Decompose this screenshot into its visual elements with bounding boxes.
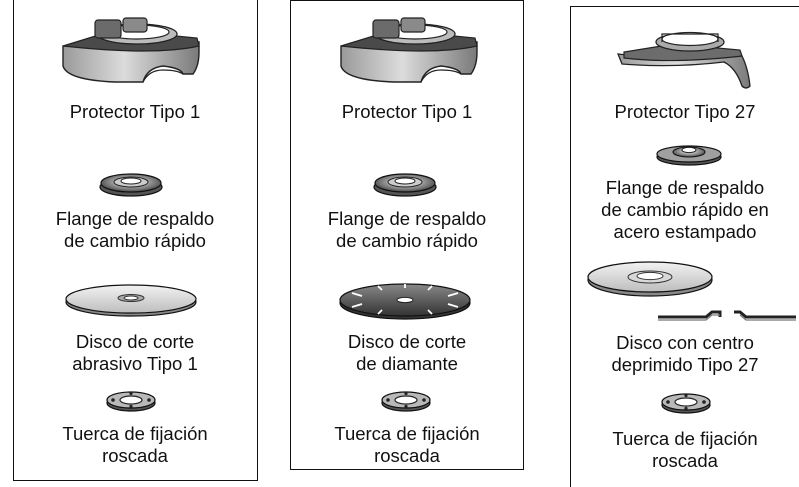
- diamond-disc-icon: [339, 283, 471, 320]
- depressed-center-disc-icon: [587, 261, 796, 321]
- guard-type27-icon: [616, 31, 751, 89]
- guard-type1-icon: [340, 17, 478, 83]
- abrasive-disc-icon: [65, 284, 197, 317]
- backing-flange-icon: [373, 173, 437, 197]
- lock-nut-icon: [661, 393, 711, 414]
- stamped-flange-icon: [656, 145, 722, 166]
- label-guard-type1: Protector Tipo 1: [69, 101, 201, 122]
- lock-nut-icon: [106, 391, 156, 412]
- backing-flange-icon: [99, 173, 163, 197]
- label-guard-type27: Protector Tipo 27: [614, 101, 756, 122]
- lock-nut-icon: [381, 391, 431, 412]
- label-guard-type1: Protector Tipo 1: [341, 101, 473, 122]
- guard-type1-icon: [62, 17, 200, 83]
